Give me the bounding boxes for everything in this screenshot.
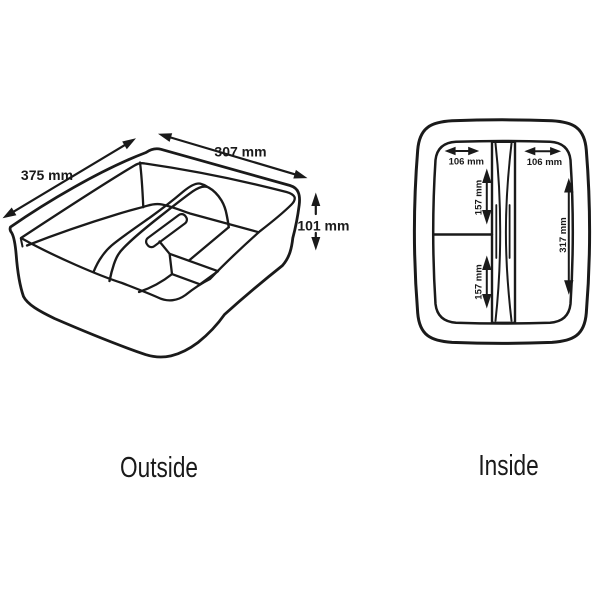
svg-text:Inside: Inside <box>478 448 538 481</box>
svg-text:101 mm: 101 mm <box>297 218 349 234</box>
svg-text:307 mm: 307 mm <box>214 144 266 160</box>
svg-text:157 mm: 157 mm <box>473 264 484 299</box>
svg-text:Outside: Outside <box>120 450 198 483</box>
svg-text:317 mm: 317 mm <box>558 217 569 252</box>
svg-text:106 mm: 106 mm <box>449 157 484 168</box>
svg-text:157 mm: 157 mm <box>473 180 484 215</box>
svg-text:106 mm: 106 mm <box>527 157 562 168</box>
svg-text:375 mm: 375 mm <box>21 167 73 183</box>
